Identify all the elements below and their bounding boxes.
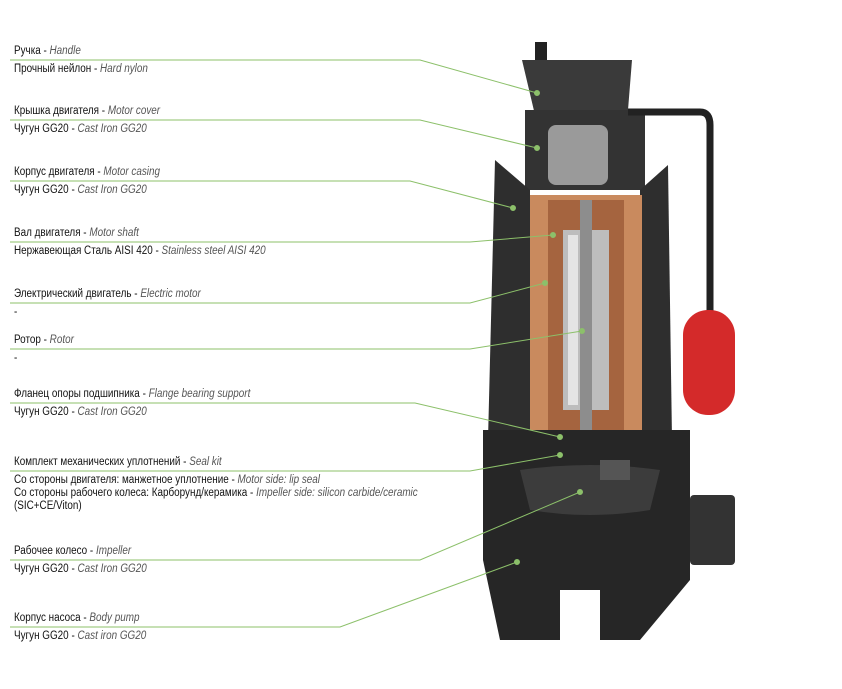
callout-9-line-0: Корпус насоса - Body pump: [14, 612, 140, 624]
label-ru: Чугун GG20: [14, 184, 69, 196]
label-ru: Вал двигателя: [14, 227, 81, 239]
label-en: Cast Iron GG20: [77, 563, 147, 575]
label-en: Flange bearing support: [148, 388, 251, 400]
label-en: Motor casing: [103, 166, 161, 178]
label-ru: Чугун GG20: [14, 563, 69, 575]
label-en: Handle: [49, 45, 81, 57]
label-ru: Со стороны двигателя: манжетное уплотнен…: [14, 474, 229, 486]
callout-4-line-0: Электрический двигатель - Electric motor: [14, 288, 201, 300]
label-ru: Фланец опоры подшипника: [14, 388, 140, 400]
label-en: Electric motor: [140, 288, 201, 300]
callout-1-line-1: Чугун GG20 - Cast Iron GG20: [14, 123, 147, 135]
callout-7-line-2: Со стороны рабочего колеса: Карборунд/ке…: [14, 487, 418, 499]
leader-dot: [550, 232, 556, 238]
label-ru: Ручка: [14, 45, 41, 57]
leader-lines: [10, 59, 585, 628]
label-ru: Ротор: [14, 334, 41, 346]
callout-6-line-1: Чугун GG20 - Cast Iron GG20: [14, 406, 147, 418]
pump-drawing: [483, 42, 735, 640]
callout-1-line-0: Крышка двигателя - Motor cover: [14, 105, 161, 117]
callout-4-line-1: -: [14, 303, 17, 321]
leader-line: [10, 282, 546, 304]
leader-dot: [579, 328, 585, 334]
callout-7-line-1: Со стороны двигателя: манжетное уплотнен…: [14, 474, 320, 486]
label-en: Motor shaft: [89, 227, 139, 239]
leader-dot: [557, 452, 563, 458]
leader-dot: [510, 205, 516, 211]
callout-9-line-1: Чугун GG20 - Cast iron GG20: [14, 630, 147, 642]
label-en: Rotor: [49, 334, 74, 346]
motor-shaft: [580, 200, 592, 460]
callout-6-line-0: Фланец опоры подшипника - Flange bearing…: [14, 388, 251, 400]
leader-line: [10, 234, 554, 243]
leader-dot: [557, 434, 563, 440]
label-en: Hard nylon: [100, 63, 148, 75]
leader-line: [10, 180, 514, 209]
callout-0-line-1: Прочный нейлон - Hard nylon: [14, 63, 148, 75]
leader-line: [10, 59, 538, 94]
label-ru: Со стороны рабочего колеса: Карборунд/ке…: [14, 487, 248, 499]
leader-dot: [577, 489, 583, 495]
cable: [628, 108, 714, 320]
callout-7-line-0: Комплект механических уплотнений - Seal …: [14, 456, 222, 468]
label-ru: Чугун GG20: [14, 123, 69, 135]
callout-7-line-3: (SIC+CE/Viton): [14, 497, 82, 515]
outlet: [690, 495, 735, 565]
label-ru: Чугун GG20: [14, 630, 69, 642]
callout-0-line-0: Ручка - Handle: [14, 45, 81, 57]
leader-line: [10, 119, 538, 149]
callout-5-line-1: -: [14, 349, 17, 367]
callout-2-line-1: Чугун GG20 - Cast Iron GG20: [14, 184, 147, 196]
label-ru: -: [14, 306, 18, 318]
label-en: Impeller side: silicon carbide/ceramic: [256, 487, 418, 499]
label-ru: -: [14, 352, 18, 364]
label-en: Cast Iron GG20: [77, 184, 147, 196]
callout-2-line-0: Корпус двигателя - Motor casing: [14, 166, 161, 178]
label-ru: Корпус двигателя: [14, 166, 95, 178]
motor-casing: [488, 160, 530, 440]
label-ru: Рабочее колесо: [14, 545, 88, 557]
label-en: Cast Iron GG20: [77, 406, 147, 418]
leader-dot: [514, 559, 520, 565]
callout-3-line-1: Нержавеющая Сталь AISI 420 - Stainless s…: [14, 245, 266, 257]
leader-line: [10, 561, 518, 628]
label-en: Motor side: lip seal: [237, 474, 320, 486]
leader-line: [10, 402, 561, 438]
float-switch: [683, 310, 735, 415]
label-ru: Электрический двигатель: [14, 288, 132, 300]
label-ru: (SIC+CE/Viton): [14, 500, 82, 512]
callout-5-line-0: Ротор - Rotor: [14, 334, 74, 346]
label-ru: Прочный нейлон: [14, 63, 92, 75]
leader-dot: [534, 145, 540, 151]
label-en: Seal kit: [189, 456, 222, 468]
label-ru: Чугун GG20: [14, 406, 69, 418]
label-en: Stainless steel AISI 420: [161, 245, 266, 257]
handle: [522, 60, 632, 115]
label-en: Motor cover: [107, 105, 161, 117]
label-en: Cast Iron GG20: [77, 123, 147, 135]
leader-dot: [542, 280, 548, 286]
label-en: Impeller: [95, 545, 132, 557]
body-pump: [483, 430, 690, 640]
callout-8-line-0: Рабочее колесо - Impeller: [14, 545, 132, 557]
leader-line: [10, 454, 561, 472]
label-en: Cast iron GG20: [77, 630, 147, 642]
label-ru: Корпус насоса: [14, 612, 81, 624]
label-en: Body pump: [89, 612, 140, 624]
label-ru: Крышка двигателя: [14, 105, 100, 117]
label-ru: Комплект механических уплотнений: [14, 456, 181, 468]
callout-8-line-1: Чугун GG20 - Cast Iron GG20: [14, 563, 147, 575]
leader-dot: [534, 90, 540, 96]
leader-line: [10, 330, 583, 350]
impeller: [520, 465, 660, 515]
label-ru: Нержавеющая Сталь AISI 420: [14, 245, 153, 257]
leader-line: [10, 491, 581, 561]
callout-3-line-0: Вал двигателя - Motor shaft: [14, 227, 139, 239]
